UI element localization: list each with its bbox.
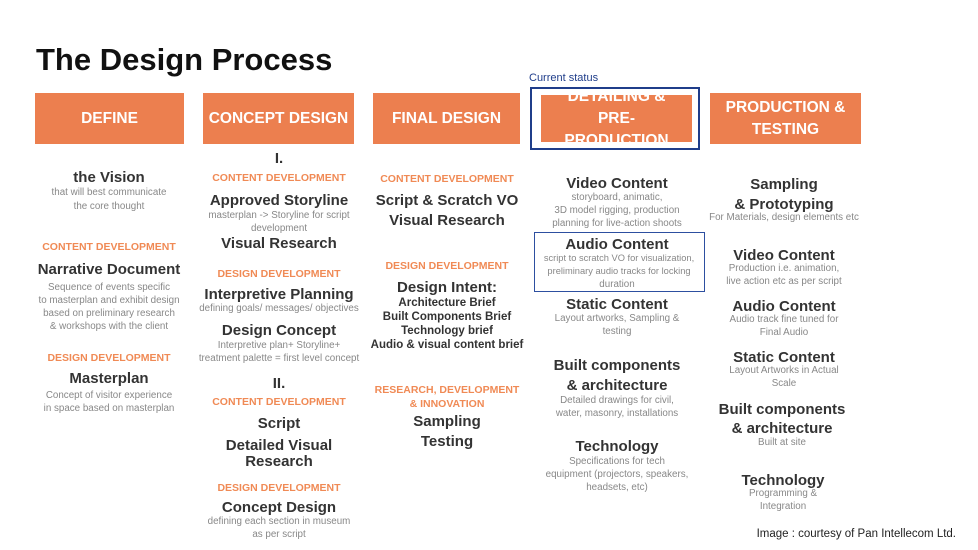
define-vision-desc: the core thought [73, 201, 145, 212]
concept-design-concept-desc: treatment palette = first level concept [198, 353, 360, 364]
header-concept-design: CONCEPT DESIGN [203, 93, 354, 144]
final-intent: Design Intent: [397, 279, 497, 296]
define-narrative-desc: Sequence of events specific [48, 282, 170, 293]
production-tech-desc: Integration [759, 501, 807, 512]
production-static-desc: Layout Artworks in Actual [729, 365, 839, 376]
detailing-audio-desc: script to scratch VO for visualization, [543, 253, 695, 263]
header-define: DEFINE [35, 93, 184, 144]
define-narrative-desc: & workshops with the client [49, 321, 169, 332]
define-narrative: Narrative Document [37, 261, 181, 278]
header-final-design: FINAL DESIGN [373, 93, 520, 144]
production-audio-desc: Audio track fine tuned for [729, 314, 839, 325]
define-label: DESIGN DEVELOPMENT [47, 352, 171, 364]
concept-label: DESIGN DEVELOPMENT [217, 268, 341, 280]
final-script: Script & Scratch VO [375, 192, 519, 209]
production-tech: Technology [741, 472, 825, 489]
concept-detailed: Detailed Visual [225, 437, 333, 454]
concept-label: CONTENT DEVELOPMENT [212, 172, 346, 184]
concept-storyline: Approved Storyline [209, 192, 349, 209]
detailing-built-desc: water, masonry, installations [555, 408, 679, 419]
concept-detailed: Research [245, 453, 313, 470]
slide-title: The Design Process [36, 42, 333, 77]
detailing-tech-desc: headsets, etc) [586, 482, 648, 493]
detailing-built: & architecture [566, 377, 668, 394]
define-masterplan: Masterplan [69, 370, 149, 387]
concept-interp: Interpretive Planning [204, 286, 354, 303]
define-label: CONTENT DEVELOPMENT [42, 241, 176, 253]
production-sampling: & Prototyping [734, 196, 834, 213]
concept-storyline-desc: development [250, 223, 308, 234]
final-label: & INNOVATION [409, 398, 485, 410]
concept-concept-design-desc: defining each section in museum [207, 516, 351, 527]
concept-label: DESIGN DEVELOPMENT [217, 482, 341, 494]
define-masterplan-desc: Concept of visitor experience [45, 390, 173, 401]
detailing-static-desc: Layout artworks, Sampling & [554, 313, 680, 324]
define-narrative-desc: to masterplan and exhibit design [38, 295, 180, 306]
production-video: Video Content [733, 247, 835, 264]
final-intent-item: Technology brief [401, 325, 493, 337]
production-tech-desc: Programming & [748, 488, 818, 499]
header-production: PRODUCTION & TESTING [710, 93, 861, 144]
production-built: Built components [718, 401, 846, 418]
concept-interp-desc: defining goals/ messages/ objectives [199, 303, 359, 314]
final-intent-item: Audio & visual content brief [370, 339, 524, 351]
detailing-audio: Audio Content [565, 236, 669, 253]
header-detailing: DETAILING & PRE-PRODUCTION [541, 88, 692, 149]
production-built: & architecture [731, 420, 833, 437]
final-sampling: Sampling [413, 413, 481, 430]
production-video-desc: Production i.e. animation, [728, 263, 840, 274]
detailing-audio-desc: preliminary audio tracks for locking [547, 266, 691, 276]
detailing-tech-desc: Specifications for tech [569, 456, 665, 467]
define-vision: the Vision [73, 169, 145, 186]
detailing-built: Built components [553, 357, 681, 374]
concept-roman-2: II. [272, 375, 286, 392]
final-testing: Testing [420, 433, 474, 450]
detailing-built-desc: Detailed drawings for civil, [560, 395, 674, 406]
current-status-highlight [530, 87, 700, 150]
final-label: RESEARCH, DEVELOPMENT [374, 384, 520, 396]
final-label: CONTENT DEVELOPMENT [380, 173, 514, 185]
audio-content-highlight [534, 232, 705, 292]
final-intent-item: Built Components Brief [382, 311, 512, 323]
final-visual: Visual Research [389, 212, 505, 229]
detailing-audio-desc: duration [599, 279, 635, 290]
concept-concept-design: Concept Design [221, 499, 337, 516]
production-static-desc: Scale [771, 378, 797, 389]
define-masterplan-desc: in space based on masterplan [43, 403, 175, 414]
concept-script: Script [257, 415, 301, 432]
concept-roman-1: I. [274, 150, 284, 167]
detailing-static: Static Content [566, 296, 668, 313]
define-vision-desc: that will best communicate [51, 187, 167, 198]
concept-label: CONTENT DEVELOPMENT [212, 396, 346, 408]
production-video-desc: live action etc as per script [726, 276, 842, 287]
detailing-tech-desc: equipment (projectors, speakers, [545, 469, 689, 480]
concept-concept-design-desc: as per script [252, 529, 306, 540]
detailing-video-desc: planning for live-action shoots [552, 218, 682, 229]
production-sampling: Sampling [750, 176, 818, 193]
concept-design-concept: Design Concept [221, 322, 337, 339]
current-status-label: Current status [529, 72, 599, 84]
production-audio-desc: Final Audio [759, 327, 809, 338]
production-sampling-desc: For Materials, design elements etc [709, 212, 859, 223]
production-static: Static Content [733, 349, 835, 366]
detailing-video-desc: 3D model rigging, production [554, 205, 680, 216]
production-audio: Audio Content [732, 298, 836, 315]
detailing-video-desc: storyboard, animatic, [571, 192, 663, 203]
detailing-tech: Technology [575, 438, 659, 455]
final-label: DESIGN DEVELOPMENT [385, 260, 509, 272]
production-built-desc: Built at site [758, 437, 806, 448]
detailing-static-desc: testing [602, 326, 632, 337]
image-credit: Image : courtesy of Pan Intellecom Ltd. [756, 528, 956, 540]
final-intent-item: Architecture Brief [398, 297, 496, 309]
define-narrative-desc: based on preliminary research [43, 308, 175, 319]
concept-visual: Visual Research [221, 235, 337, 252]
detailing-video: Video Content [566, 175, 668, 192]
concept-storyline-desc: masterplan -> Storyline for script [208, 210, 350, 221]
concept-design-concept-desc: Interpretive plan+ Storyline+ [217, 340, 341, 351]
